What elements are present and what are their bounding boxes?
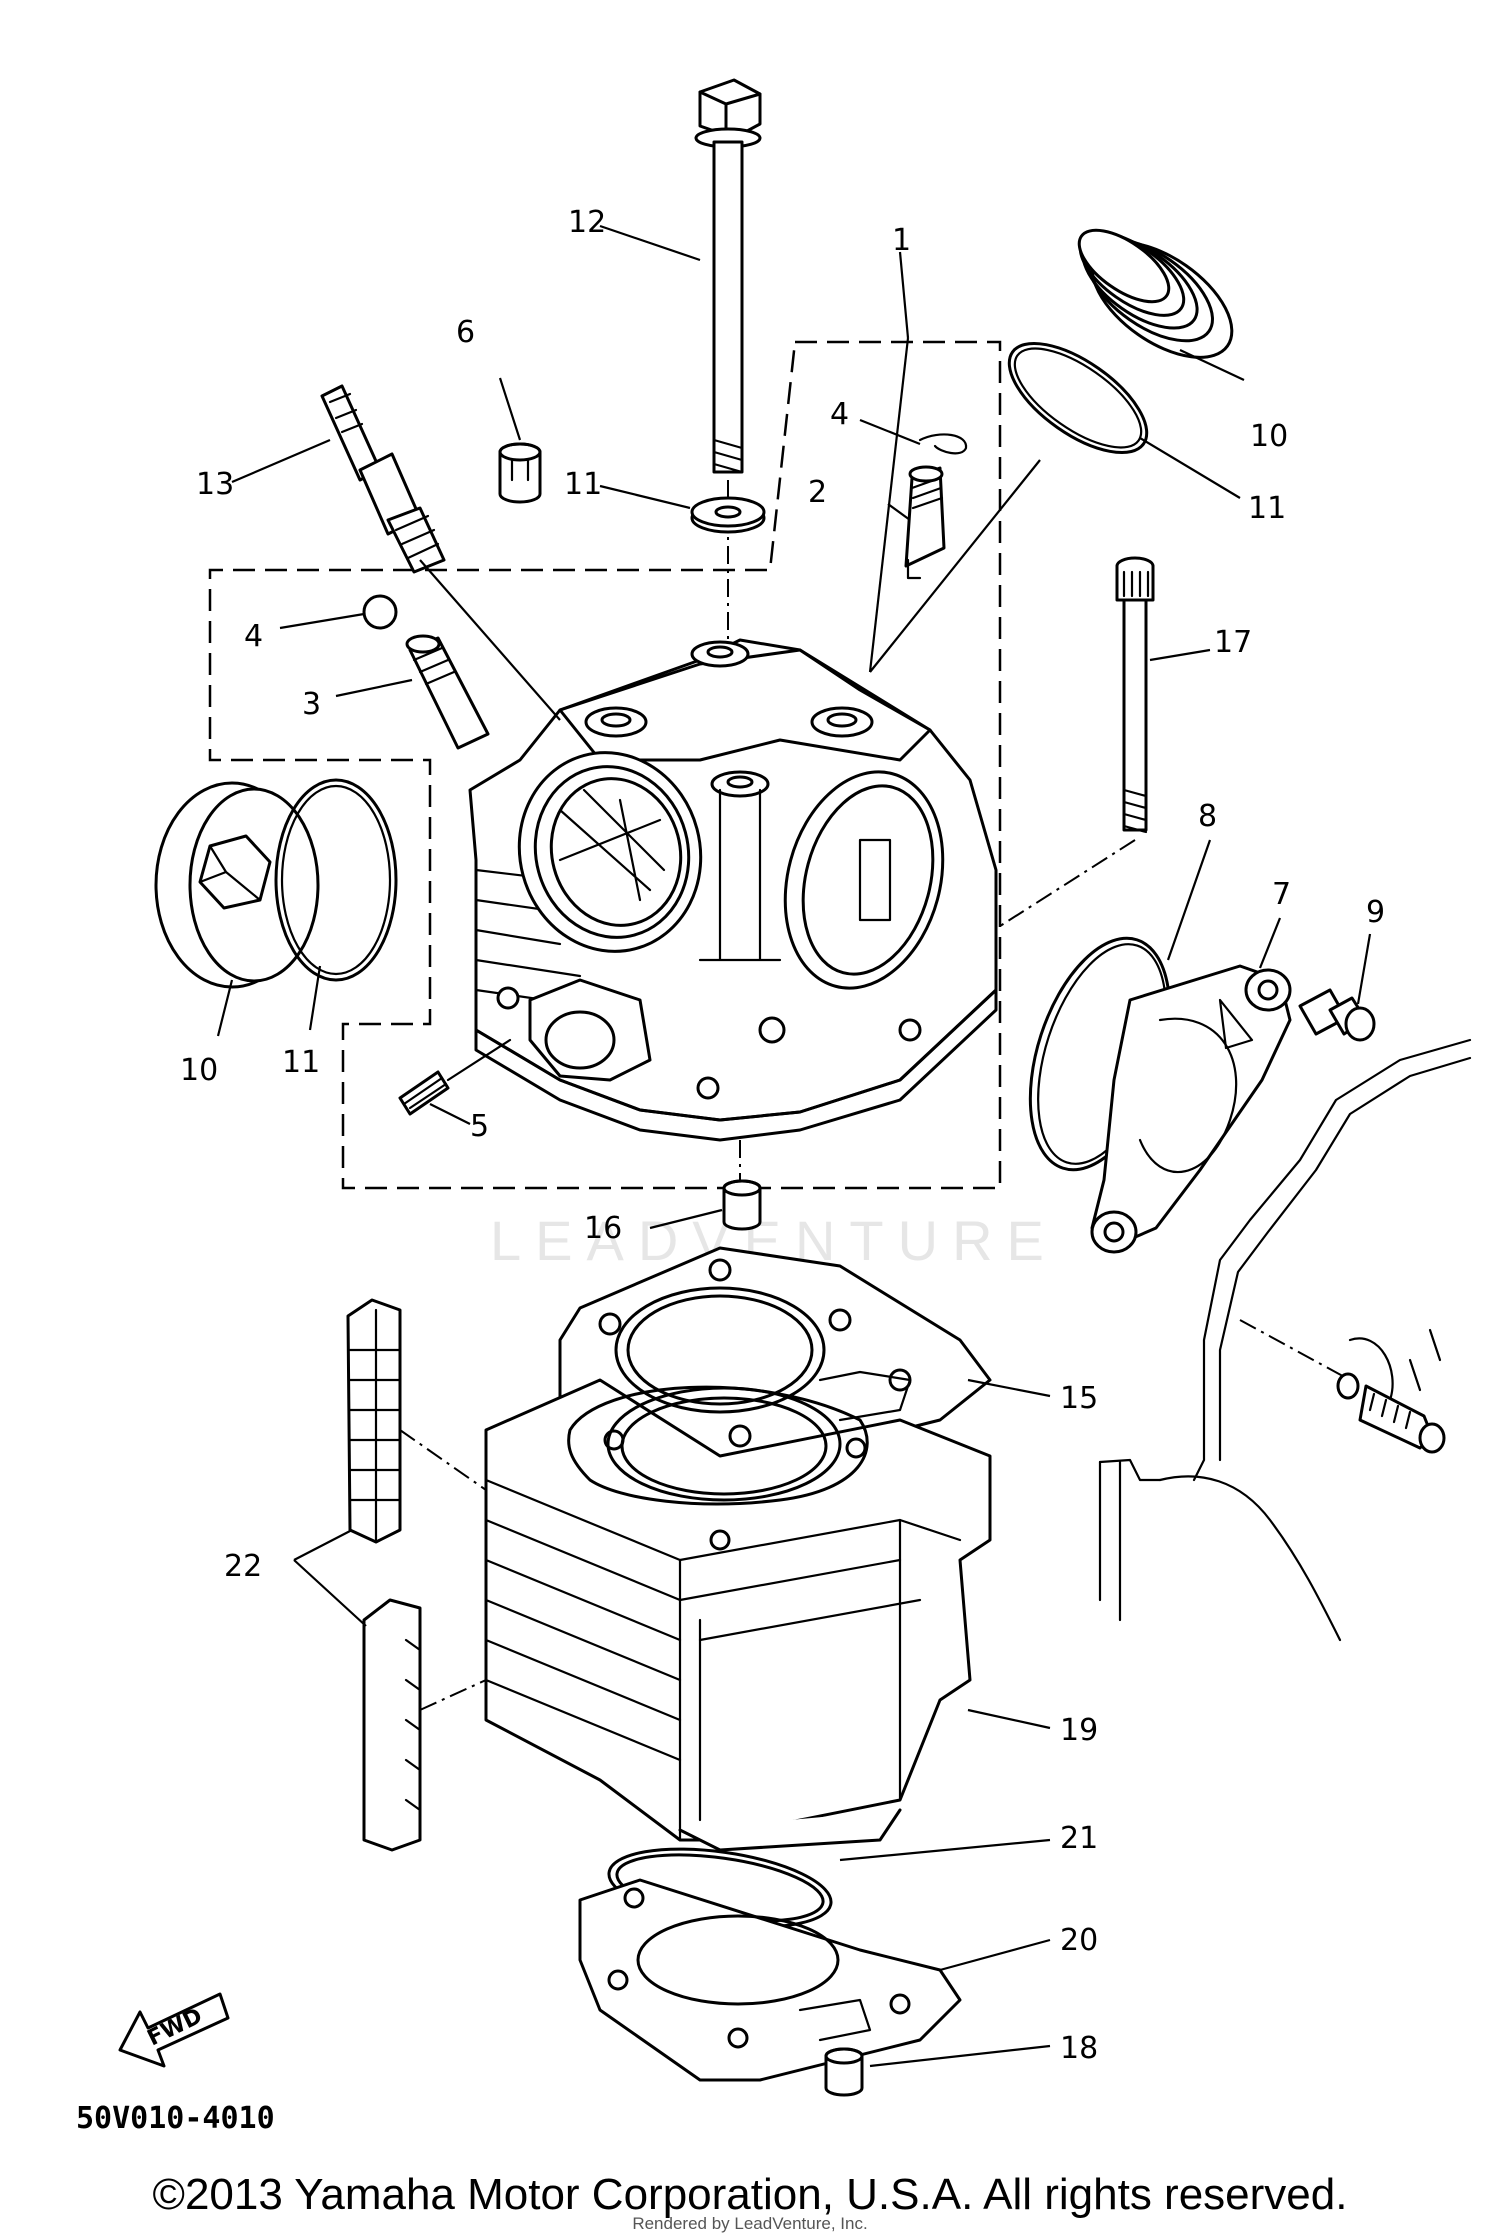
- callout-17: 18: [1060, 2031, 1098, 2066]
- stud-5: [398, 1038, 512, 1116]
- callout-14: 13: [196, 467, 234, 502]
- cylinder-head: [468, 638, 998, 1142]
- callout-15: 15: [1060, 1381, 1098, 1416]
- part-code: 50V010-4010: [76, 2101, 275, 2136]
- bolt-18: [789, 556, 1155, 1061]
- callout-6: 6: [456, 315, 475, 350]
- clip-4-left: [362, 594, 398, 630]
- copyright-notice: ©2013 Yamaha Motor Corporation, U.S.A. A…: [152, 2170, 1348, 2219]
- cap-10-left: [154, 781, 320, 989]
- callout-18: 17: [1214, 625, 1252, 660]
- callout-1: 1: [892, 223, 911, 258]
- callout-22: 22: [224, 1549, 262, 1584]
- cap-10-top: [1077, 228, 1234, 359]
- crankcase-outline: [1098, 1038, 1472, 1642]
- callout-numbers: 12 1 6 4 2 11 13 10 11 17 4 3 8 7 9 10 1…: [180, 205, 1385, 2066]
- callout-10-top: 10: [1250, 419, 1288, 454]
- callout-11-left: 11: [282, 1045, 320, 1080]
- callout-10-left: 10: [180, 1053, 218, 1088]
- fwd-arrow: FWD: [118, 1992, 230, 2068]
- callout-21: 21: [1060, 1821, 1098, 1856]
- callout-4-top: 4: [830, 397, 849, 432]
- dowel-6: [498, 442, 542, 504]
- callout-7: 7: [1272, 877, 1291, 912]
- spark-plug-14: [320, 384, 446, 574]
- callout-12: 11: [564, 467, 602, 502]
- fwd-label: FWD: [144, 2004, 207, 2052]
- callout-19: 19: [1060, 1713, 1098, 1748]
- dowel-16: [722, 1140, 762, 1231]
- dowel-17: [824, 2047, 864, 2097]
- callout-leaders: [216, 224, 1372, 2068]
- callout-5: 5: [470, 1109, 489, 1144]
- o-ring-11-left: [274, 778, 398, 982]
- callout-8: 8: [1198, 799, 1217, 834]
- callout-3: 3: [302, 687, 321, 722]
- crankcase-bolt: [1336, 1372, 1446, 1454]
- rendered-by-credit: Rendered by LeadVenture, Inc.: [632, 2214, 868, 2233]
- callout-20: 20: [1060, 1923, 1098, 1958]
- screw-9: [1298, 988, 1376, 1042]
- washer-12: [690, 496, 766, 534]
- clip-4-top: [918, 433, 968, 455]
- callout-4-left: 4: [244, 619, 263, 654]
- cylinder-head-assembly-box: [208, 340, 1002, 1190]
- cover-7: [1090, 964, 1292, 1254]
- callout-9: 9: [1366, 895, 1385, 930]
- callout-2: 2: [808, 475, 827, 510]
- damper-22: [346, 1298, 487, 1852]
- callout-16: 16: [584, 1211, 622, 1246]
- base-gasket-20: [578, 1878, 962, 2082]
- head-bolt-13: [694, 78, 762, 640]
- valve-guide-3: [405, 634, 490, 750]
- callout-13: 12: [568, 205, 606, 240]
- callout-11-top: 11: [1248, 491, 1286, 526]
- o-ring-11-top: [1007, 341, 1149, 455]
- valve-guide-2: [904, 465, 946, 580]
- cylinder-19: [484, 1378, 992, 1852]
